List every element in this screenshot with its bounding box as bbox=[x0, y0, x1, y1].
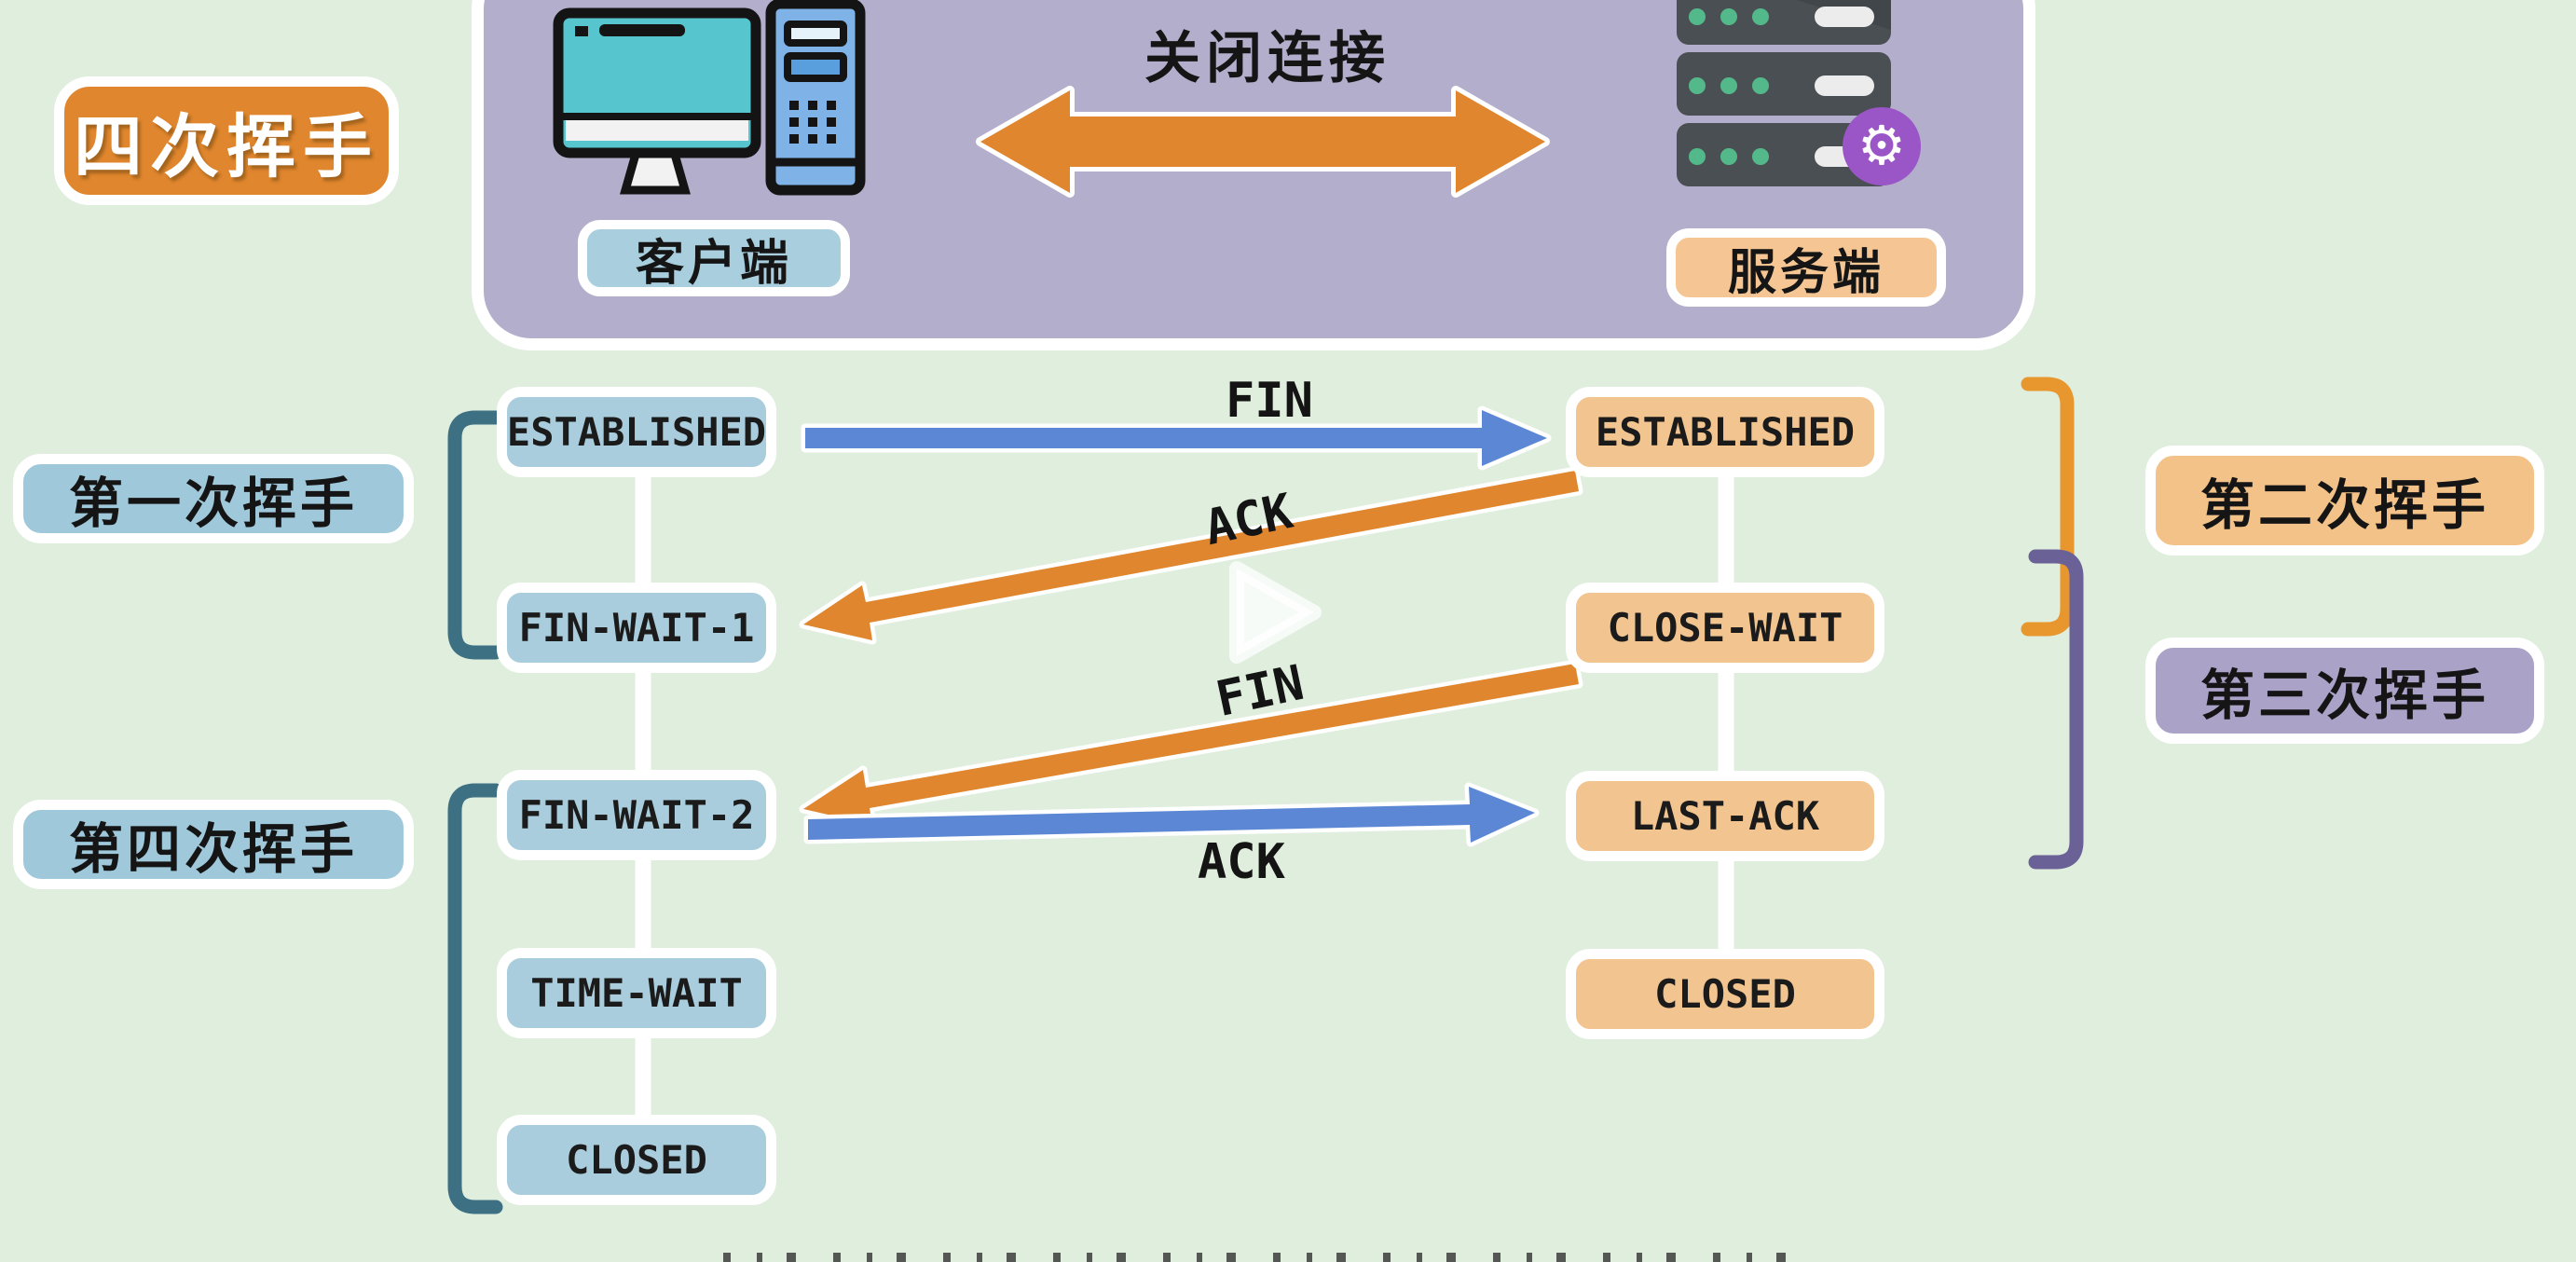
wave-label-second: 第二次挥手 bbox=[2145, 446, 2544, 556]
server-endpoint-label: 服务端 bbox=[1666, 228, 1946, 307]
bracket-fourth-wave bbox=[447, 783, 503, 1214]
bracket-second-wave bbox=[2021, 377, 2075, 637]
client-endpoint-label: 客户端 bbox=[578, 220, 850, 296]
server-state-close-wait: CLOSE-WAIT bbox=[1566, 583, 1884, 673]
client-state-closed: CLOSED bbox=[497, 1115, 776, 1205]
wave-label-third: 第三次挥手 bbox=[2145, 638, 2544, 744]
bracket-first-wave bbox=[447, 410, 503, 660]
bracket-third-wave bbox=[2028, 549, 2084, 870]
ack-arrow-server-to-client bbox=[799, 466, 1583, 645]
cutoff-caption-fragments bbox=[708, 1253, 1799, 1262]
title-badge: 四次挥手 bbox=[54, 76, 399, 205]
client-state-fin-wait-1: FIN-WAIT-1 bbox=[497, 583, 776, 673]
ack-arrow-client-to-server bbox=[803, 782, 1540, 847]
msg-fin-2: FIN bbox=[1211, 654, 1309, 729]
client-state-time-wait: TIME-WAIT bbox=[497, 948, 776, 1038]
fin-arrow-client-to-server bbox=[801, 405, 1552, 471]
close-connection-label: 关闭连接 bbox=[1144, 25, 1391, 91]
wave-label-fourth: 第四次挥手 bbox=[13, 800, 414, 889]
msg-fin-1: FIN bbox=[1226, 373, 1313, 429]
client-state-established: ESTABLISHED bbox=[497, 387, 776, 477]
server-state-established: ESTABLISHED bbox=[1566, 387, 1884, 477]
fin-arrow-server-to-client bbox=[799, 659, 1583, 830]
server-state-last-ack: LAST-ACK bbox=[1566, 771, 1884, 861]
msg-ack-2: ACK bbox=[1198, 834, 1285, 890]
server-state-closed: CLOSED bbox=[1566, 949, 1884, 1039]
msg-ack-1: ACK bbox=[1199, 483, 1298, 557]
wave-label-first: 第一次挥手 bbox=[13, 454, 414, 543]
client-state-fin-wait-2: FIN-WAIT-2 bbox=[497, 770, 776, 860]
play-button[interactable] bbox=[1229, 561, 1322, 664]
